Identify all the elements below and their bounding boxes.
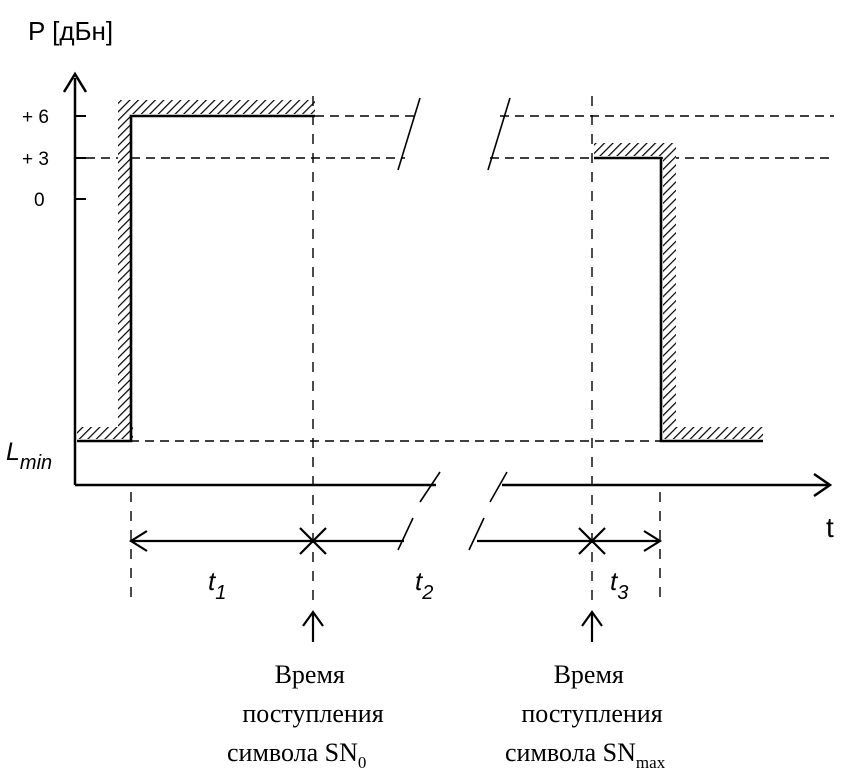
break-mark-5 (397, 517, 414, 551)
t2-main: t (415, 566, 424, 596)
tick-label-zero: 0 (34, 190, 45, 211)
pulse2-hatch-top (594, 143, 676, 156)
interval-t1-label: t1 (208, 566, 226, 604)
t1-main: t (208, 566, 217, 596)
pulse2-hatch-fall (663, 143, 676, 429)
pulse2-hatch-low (663, 427, 763, 439)
interval-t2-label: t2 (415, 566, 433, 604)
event-caption-sn0: Время поступления (242, 660, 383, 728)
x-axis-label: t (826, 512, 834, 543)
pulse1-signal (77, 114, 315, 443)
y-axis-label: P [дБн] (28, 16, 113, 46)
snmax-sub: max (636, 753, 666, 772)
interval-t3-label: t3 (610, 566, 628, 604)
break-mark-2 (487, 97, 511, 171)
snmax-line3: символа SN (505, 738, 636, 767)
pulse2-signal (594, 156, 763, 443)
tick-label-plus3: + 3 (22, 149, 49, 170)
lmin-sub: min (20, 452, 52, 474)
x-axis-arrow (813, 472, 833, 498)
event-caption-snmax-line3: символа SNmax (505, 738, 666, 772)
sn0-sub: 0 (358, 753, 367, 772)
lmin-main: L (6, 438, 20, 466)
sn0-line1: Время (275, 660, 345, 689)
t3-sub: 3 (617, 582, 628, 604)
break-mark-1 (397, 97, 421, 171)
t3-main: t (610, 566, 619, 596)
event-arrow-snmax (581, 610, 603, 642)
break-mark-6 (468, 517, 485, 551)
tick-label-plus6: + 6 (22, 107, 49, 128)
pulse1-hatch-top (118, 100, 315, 114)
snmax-line1: Время (554, 660, 624, 689)
break-mark-4 (489, 471, 508, 503)
t1-sub: 1 (215, 582, 226, 604)
interval-t3-arrowhead (643, 530, 663, 552)
sn0-line2: поступления (242, 699, 383, 728)
cross-mark-snmax (578, 527, 606, 555)
event-arrow-sn0 (302, 610, 324, 642)
interval-t1-arrowhead (128, 530, 148, 552)
event-caption-snmax: Время поступления (521, 660, 662, 728)
pulse1-hatch-rise (118, 100, 131, 437)
snmax-line2: поступления (521, 699, 662, 728)
event-caption-sn0-line3: символа SN0 (227, 738, 366, 772)
sn0-line3: символа SN (227, 738, 358, 767)
cross-mark-sn0 (299, 527, 327, 555)
y-axis-arrow (62, 71, 88, 93)
lmin-label: Lmin (6, 438, 52, 474)
break-mark-3 (419, 471, 441, 503)
t2-sub: 2 (421, 582, 433, 604)
